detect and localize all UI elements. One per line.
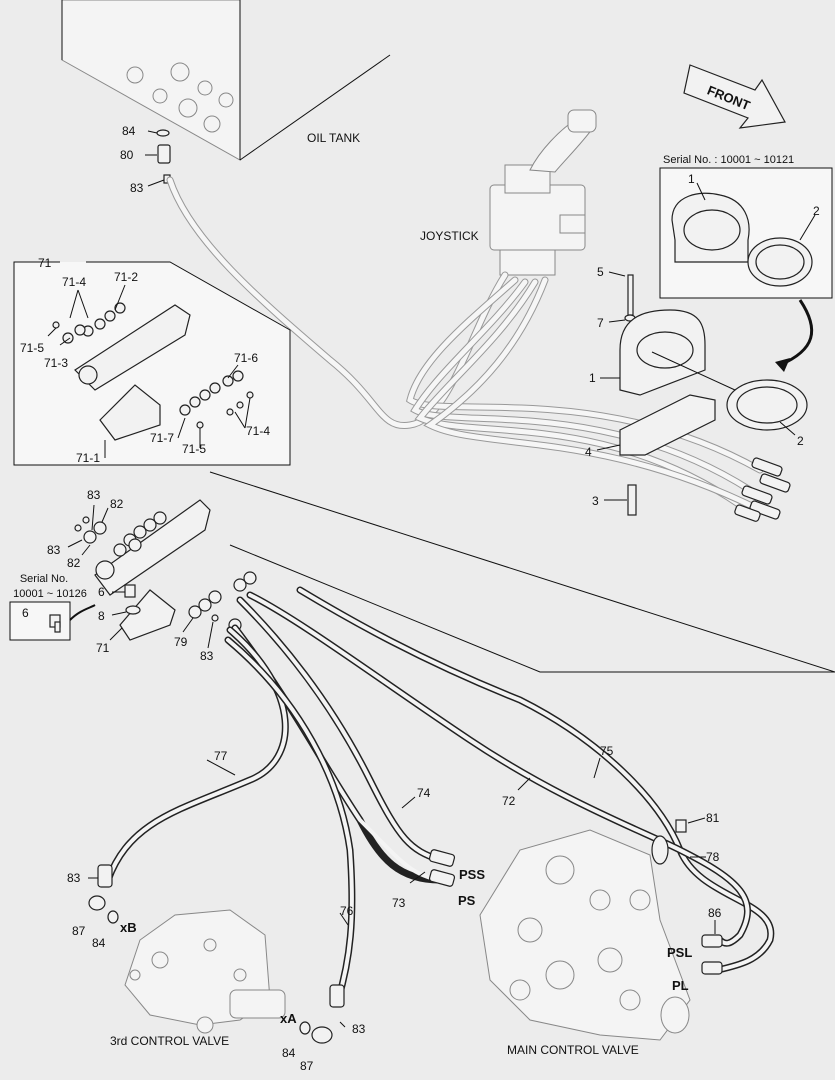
part-number: 83 xyxy=(67,871,81,885)
inset-71-box xyxy=(13,261,291,466)
hose-clamp-assembly xyxy=(596,271,808,516)
part-number: 82 xyxy=(110,497,124,511)
oil-tank-label: OIL TANK xyxy=(307,131,360,145)
part-number: 4 xyxy=(585,445,592,459)
valve-hoses xyxy=(104,586,775,1004)
joystick-label: JOYSTICK xyxy=(420,229,479,243)
part-number: 82 xyxy=(67,556,81,570)
part-number: 84 xyxy=(282,1046,296,1060)
port-psl-label: PSL xyxy=(667,945,692,960)
part-number: 71 xyxy=(38,256,52,270)
front-arrow: FRONT xyxy=(683,64,786,129)
part-number: 83 xyxy=(87,488,101,502)
valve-hose-fittings xyxy=(88,819,723,1044)
part-number: 81 xyxy=(706,811,720,825)
part-number: 71-3 xyxy=(44,356,68,370)
manifold-fittings xyxy=(74,511,257,632)
port-xb-label: xB xyxy=(120,920,137,935)
part-number: 7 xyxy=(597,316,604,330)
main-control-valve xyxy=(479,829,691,1041)
main-control-valve-label: MAIN CONTROL VALVE xyxy=(507,1043,639,1057)
manifold-assembly xyxy=(67,471,835,673)
part-number: 2 xyxy=(813,204,820,218)
part-number: 8 xyxy=(98,609,105,623)
part-number: 71-2 xyxy=(114,270,138,284)
part-number: 5 xyxy=(597,265,604,279)
part-number: 83 xyxy=(352,1022,366,1036)
part-number: 3 xyxy=(592,494,599,508)
third-control-valve xyxy=(124,909,286,1034)
part-number: 6 xyxy=(22,606,29,620)
part-number: 73 xyxy=(392,896,406,910)
serial-range-label: Serial No. : 10001 ~ 10121 xyxy=(663,154,794,166)
part-number: 86 xyxy=(708,906,722,920)
part-number: 71-5 xyxy=(182,442,206,456)
port-pl-label: PL xyxy=(672,978,689,993)
third-control-valve-label: 3rd CONTROL VALVE xyxy=(110,1034,229,1048)
port-ps-label: PS xyxy=(458,893,476,908)
serial-inset-top-right: Serial No. : 10001 ~ 10121 xyxy=(659,154,833,372)
part-number: 79 xyxy=(174,635,188,649)
tank-fitting xyxy=(145,129,171,187)
part-number: 71-1 xyxy=(76,451,100,465)
serial-range-label-2: 10001 ~ 10126 xyxy=(13,588,87,600)
hose-end-fittings xyxy=(734,457,791,522)
part-number: 6 xyxy=(98,585,105,599)
part-number: 77 xyxy=(214,749,228,763)
part-number: 2 xyxy=(797,434,804,448)
part-number: 74 xyxy=(417,786,431,800)
part-number: 78 xyxy=(706,850,720,864)
port-xa-label: xA xyxy=(280,1011,297,1026)
part-number: 71-5 xyxy=(20,341,44,355)
part-number: 71 xyxy=(96,641,110,655)
part-number: 80 xyxy=(120,148,134,162)
part-number: 75 xyxy=(600,744,614,758)
part-number: 87 xyxy=(300,1059,314,1073)
leader-lines xyxy=(88,757,716,1028)
part-number: 71-7 xyxy=(150,431,174,445)
oil-tank xyxy=(61,0,391,161)
part-number: 87 xyxy=(72,924,86,938)
part-number: 76 xyxy=(340,904,354,918)
part-number: 84 xyxy=(92,936,106,950)
part-number: 71-4 xyxy=(62,275,86,289)
part-number: 83 xyxy=(200,649,214,663)
serial-no-label: Serial No. xyxy=(20,573,68,585)
joystick xyxy=(489,109,597,276)
part-number: 83 xyxy=(47,543,61,557)
part-number: 1 xyxy=(589,371,596,385)
text-labels: OIL TANK JOYSTICK 3rd CONTROL VALVE MAIN… xyxy=(20,124,820,1073)
inset-71-fittings xyxy=(52,302,254,429)
part-number: 84 xyxy=(122,124,136,138)
part-number: 72 xyxy=(502,794,516,808)
part-number: 71-6 xyxy=(234,351,258,365)
port-pss-label: PSS xyxy=(459,867,485,882)
serial-inset-left: Serial No. 10001 ~ 10126 xyxy=(9,573,96,641)
part-number: 1 xyxy=(688,172,695,186)
part-number: 83 xyxy=(130,181,144,195)
part-number: 71-4 xyxy=(246,424,270,438)
